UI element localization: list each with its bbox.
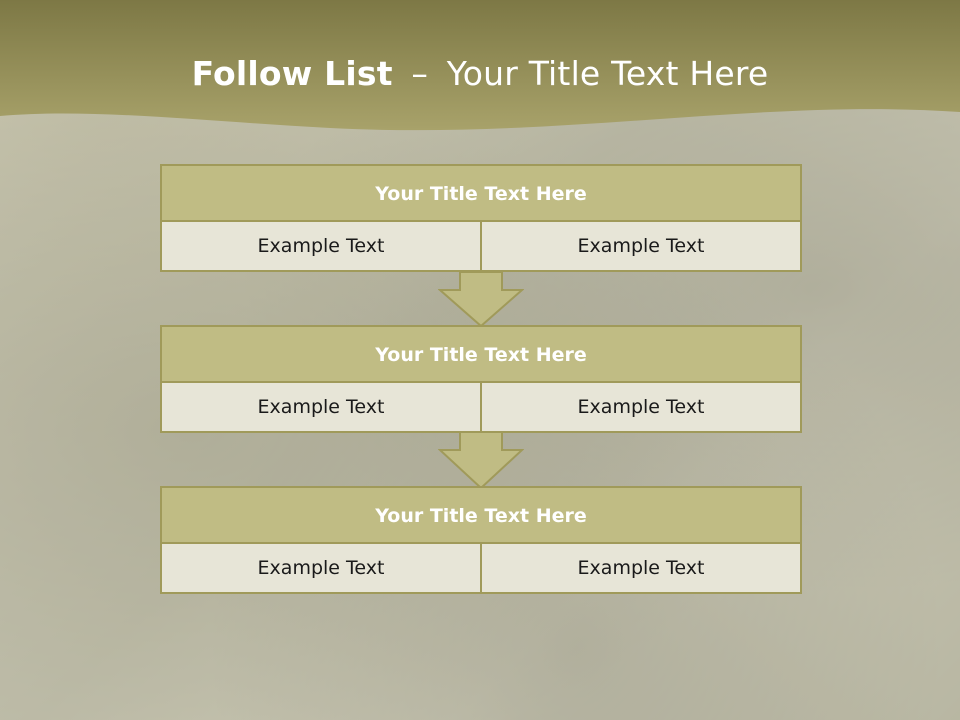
title-rest: Your Title Text Here — [446, 54, 769, 93]
step-title: Your Title Text Here — [162, 488, 800, 544]
step-row: Example Text Example Text — [162, 222, 800, 270]
title-bold: Follow List — [191, 54, 393, 93]
step-box-3: Your Title Text Here Example Text Exampl… — [160, 486, 802, 594]
step-cell-right: Example Text — [480, 383, 800, 431]
title-banner — [0, 0, 960, 140]
step-title: Your Title Text Here — [162, 327, 800, 383]
step-cell-left: Example Text — [162, 544, 480, 592]
step-cell-left: Example Text — [162, 222, 480, 270]
down-arrow-icon — [438, 432, 524, 490]
down-arrow-icon — [438, 272, 524, 328]
step-title: Your Title Text Here — [162, 166, 800, 222]
step-box-1: Your Title Text Here Example Text Exampl… — [160, 164, 802, 272]
step-box-2: Your Title Text Here Example Text Exampl… — [160, 325, 802, 433]
step-cell-right: Example Text — [480, 222, 800, 270]
step-cell-right: Example Text — [480, 544, 800, 592]
title-dash: – — [411, 54, 429, 93]
step-row: Example Text Example Text — [162, 383, 800, 431]
step-row: Example Text Example Text — [162, 544, 800, 592]
step-cell-left: Example Text — [162, 383, 480, 431]
page-title: Follow List – Your Title Text Here — [0, 54, 960, 93]
